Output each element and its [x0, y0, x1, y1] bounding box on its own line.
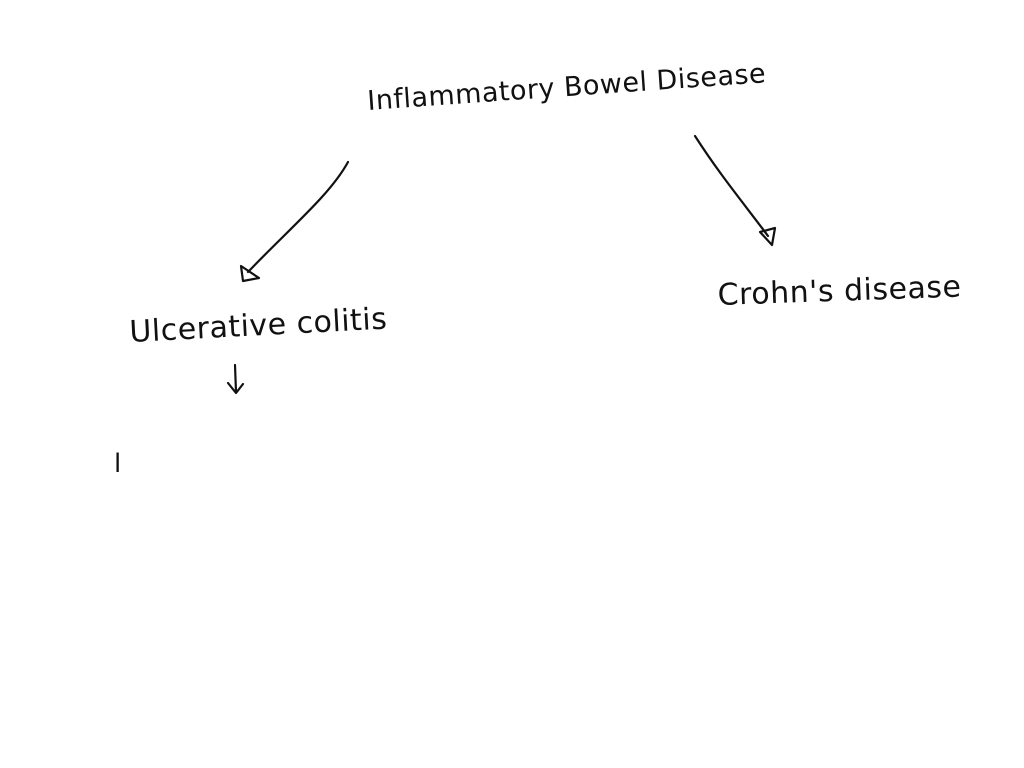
arrow-shaft	[246, 160, 350, 274]
arrow-head	[758, 226, 777, 247]
arrow-shaft	[693, 134, 770, 238]
arrow-root-to-ulcerative-colitis	[239, 160, 350, 283]
child-node-crohns-disease-label: Crohn's disease	[717, 270, 962, 313]
arrow-head	[239, 264, 261, 283]
arrow-ulcerative-colitis-down	[226, 363, 245, 395]
partial-mark: l	[114, 449, 122, 479]
root-node-label: Inflammatory Bowel Disease	[366, 58, 767, 117]
arrow-root-to-crohns-disease	[693, 134, 777, 247]
child-node-ulcerative-colitis-label: Ulcerative colitis	[129, 302, 389, 350]
arrow-head	[226, 381, 245, 395]
arrow-shaft	[233, 363, 238, 394]
